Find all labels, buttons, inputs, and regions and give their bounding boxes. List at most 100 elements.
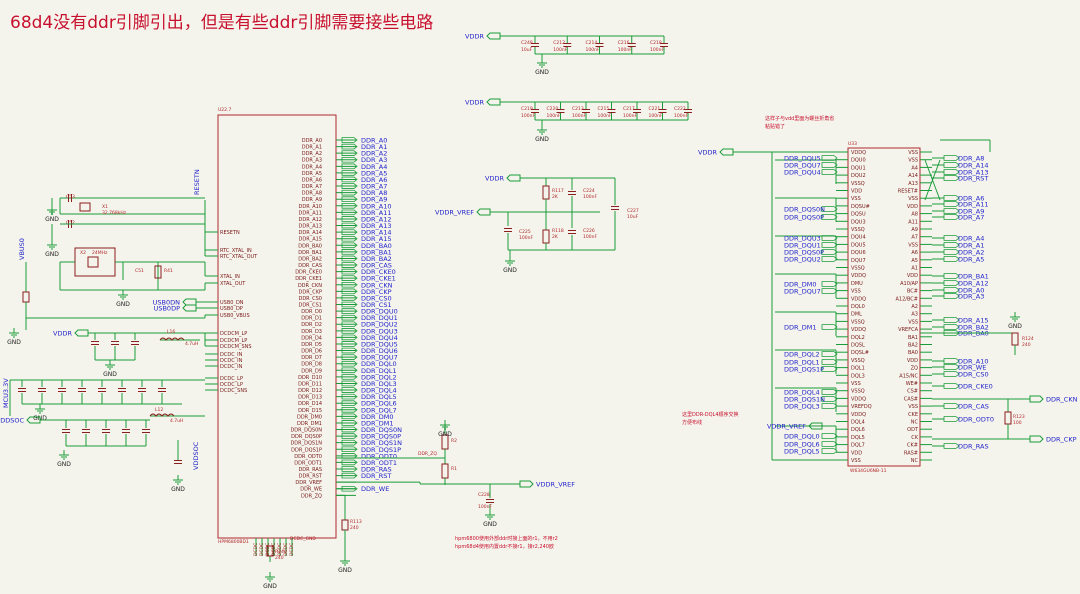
soc-net-label: DDR_DQL5 xyxy=(361,393,397,401)
net-flag xyxy=(341,341,358,347)
net-flag xyxy=(341,367,358,374)
net-flag xyxy=(943,155,960,161)
ddr-pin-label: BC# xyxy=(907,289,918,295)
soc-pin-label: DDR_DQS0P xyxy=(291,434,322,440)
ddr-right-net-label: DDR_A7 xyxy=(958,214,984,222)
ddr-right-net-label: DDR_A2 xyxy=(958,249,984,257)
resistor-r39 xyxy=(22,291,30,303)
ddr-right-net-label: DDR_WE xyxy=(958,364,986,372)
soc-net-label: DDR_A15 xyxy=(361,235,392,243)
ddr-pin-label: DQU1 xyxy=(851,165,866,171)
resistor-value: 100 xyxy=(1013,420,1022,426)
zq-top-gnd: GND xyxy=(1008,323,1022,330)
cap-row-1-value: 100nF xyxy=(553,47,567,53)
ddr-left-net-label: DDR_DQS0P xyxy=(784,214,824,222)
net-flag xyxy=(341,380,358,387)
net-flag xyxy=(943,280,960,286)
soc-net-label: DDR_A2 xyxy=(361,150,387,158)
crystal-ref: X1 xyxy=(102,204,108,210)
soc-net-label: DDR_DQL3 xyxy=(361,380,397,388)
soc-pin-label: DDR_A8 xyxy=(302,191,322,197)
note-line: hpm6800使用外部ddr时接上面的r1，不用r2 xyxy=(455,535,558,542)
ddr-pin-label: VSSQ xyxy=(851,389,865,395)
resistor-r1 xyxy=(441,463,449,479)
ddr-pin-label: A15/NC xyxy=(899,373,918,379)
soc-pin-label: USB0_DP xyxy=(220,306,243,312)
soc-pin-label: DCDC_SNS xyxy=(220,388,247,394)
soc-pin-label: DDR_D14 xyxy=(298,401,322,407)
soc-net-label: DDR_DQS0N xyxy=(361,426,402,434)
soc-net-label: DDR_A4 xyxy=(361,163,387,171)
vddr-net-label: VDDR xyxy=(698,149,717,157)
net-flag xyxy=(943,358,960,364)
soc-pin-label: DDR_D10 xyxy=(298,375,322,381)
ddr-right-net-label: DDR_A4 xyxy=(958,235,984,243)
ddr-left-net-label: DDR_DQL4 xyxy=(784,389,820,397)
ddr-left-net-label: DDR_DQU7 xyxy=(784,162,821,170)
ddr-pin-label: A4 xyxy=(911,165,918,171)
cap-row-2-ref: C215 xyxy=(598,106,610,112)
net-flag xyxy=(341,196,358,203)
soc-pin-label: DDR_A1 xyxy=(302,145,322,151)
soc-pin-label: DDR_A9 xyxy=(302,197,322,203)
net-flag xyxy=(943,287,960,293)
vddr-vref-net-label: VDDR_VREF xyxy=(536,481,575,489)
net-flag xyxy=(821,162,838,168)
ddr-right-net-label: DDR_A0 xyxy=(958,287,984,295)
soc-pin-label: DDR_D1 xyxy=(301,316,322,322)
soc-pin-label: DDR_A13 xyxy=(299,224,322,230)
ddr-pin-label: VSS xyxy=(851,196,861,202)
ddr-pin-label: NC xyxy=(911,420,919,426)
ddr-pin-label: DQL1 xyxy=(851,366,865,372)
soc-pin-label: RTC_XTAL_OUT xyxy=(220,254,258,260)
soc-pin-label: DDR_BA0 xyxy=(298,243,322,249)
capacitor-value: 100nF xyxy=(519,235,533,241)
net-flag xyxy=(943,201,960,207)
resistor-value: 240 xyxy=(1022,342,1031,348)
soc-net-label: DDR_A0 xyxy=(361,137,387,145)
net-flag xyxy=(821,433,838,439)
soc-net-label: DDR_CKE1 xyxy=(361,275,396,283)
cap-row-2-value: 100nF xyxy=(623,113,637,119)
cap-row-2-value: 100nF xyxy=(674,113,688,119)
cap-row-1-gnd: GND xyxy=(535,69,549,76)
soc-net-label: DDR_A8 xyxy=(361,189,387,197)
capacitor-ref: C225 xyxy=(519,229,531,235)
soc-pin-label: DDR_CS0 xyxy=(298,296,322,302)
net-flag xyxy=(943,443,960,449)
ddr-right-net-label: DDR_A14 xyxy=(958,162,989,170)
net-flag xyxy=(821,441,838,447)
cap-row-1-value: 100nF xyxy=(586,47,600,53)
soc-pin-label: DDR_A5 xyxy=(302,171,322,177)
ddr-pin-label: A13 xyxy=(908,181,918,187)
net-flag xyxy=(341,413,358,420)
ddr-pin-label: VSSQ xyxy=(851,227,865,233)
soc-bottom-gnd: GND xyxy=(263,583,277,590)
ddr-pin-label: DQU2 xyxy=(851,173,866,179)
net-flag xyxy=(943,371,960,377)
ddr-right-net-label: DDR_BA1 xyxy=(958,273,989,281)
ddr-left-net-label: DDR_DQU2 xyxy=(784,256,821,264)
ddr-right-net-label: DDR_A10 xyxy=(958,358,989,366)
ddr-ckp-net-label: DDR_CKP xyxy=(1046,436,1077,444)
ddr-pin-label: DQU4 xyxy=(851,235,866,241)
net-flag xyxy=(821,324,838,330)
soc-net-label: DDR_A5 xyxy=(361,169,387,177)
soc-net-label: DDR_CS1 xyxy=(361,301,392,309)
net-flag xyxy=(341,354,358,360)
net-flag xyxy=(341,387,358,393)
resistor-r118 xyxy=(542,229,550,244)
inductor-l16 xyxy=(159,337,185,341)
ddr-pin-label: VDD xyxy=(907,204,918,210)
ddr-pin-label: CK# xyxy=(907,443,918,449)
soc-net-label: DDR_ODT0 xyxy=(361,452,397,460)
net-flag xyxy=(341,420,358,426)
inductor-value: 4.7uH xyxy=(185,341,198,347)
soc-pin-label: XTAL_IN xyxy=(220,274,240,280)
soc-pin-label: DCDC xyxy=(259,543,265,556)
cap-row-2-ref: C221 xyxy=(649,106,661,112)
net-flag xyxy=(943,273,960,279)
net-flag xyxy=(821,351,838,357)
soc-pin-label: DDR_D2 xyxy=(301,322,322,328)
